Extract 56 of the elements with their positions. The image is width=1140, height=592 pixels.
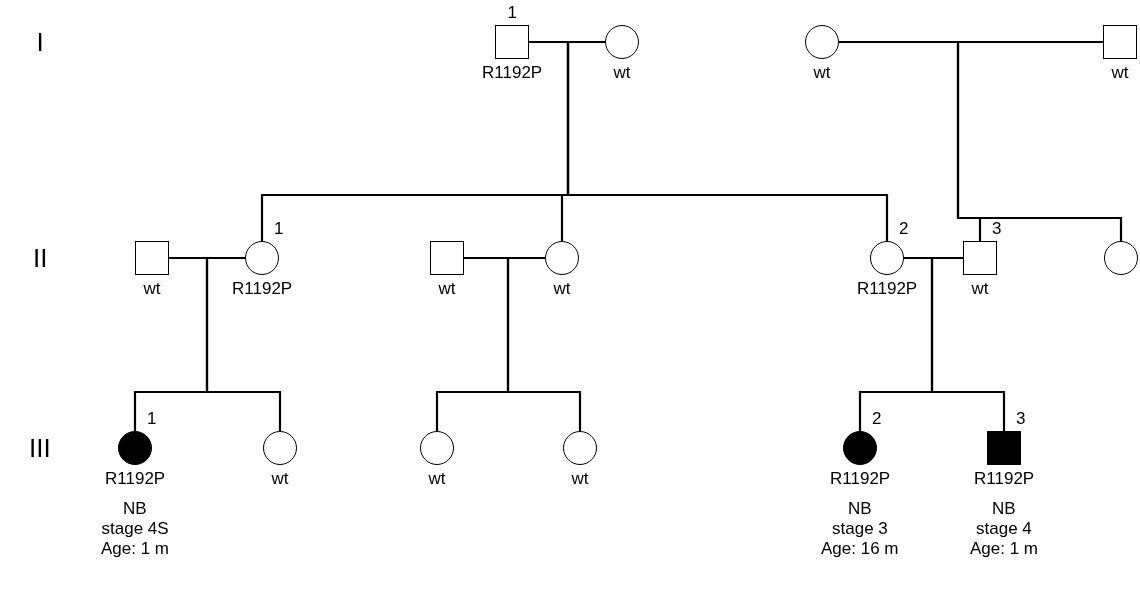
genotype-label: R1192P: [482, 63, 543, 83]
phenotype-note: NB: [992, 499, 1016, 519]
descent-line: [904, 256, 1006, 431]
female-circle: [420, 431, 454, 465]
genotype-label: wt: [571, 469, 589, 489]
descent-line: [464, 256, 582, 431]
genotype-label: wt: [813, 63, 831, 83]
individual-number: 1: [274, 219, 284, 239]
female-circle: [805, 25, 839, 59]
female-circle: [563, 431, 597, 465]
phenotype-note: NB: [848, 499, 872, 519]
individual-number: 1: [147, 409, 157, 429]
genotype-label: R1192P: [857, 279, 918, 299]
phenotype-note: stage 4S: [101, 519, 169, 539]
descent-line: [169, 256, 282, 431]
genotype-label: wt: [1111, 63, 1129, 83]
male-square: [495, 25, 529, 59]
genotype-label: wt: [971, 279, 989, 299]
individual-number: 2: [899, 219, 909, 239]
genotype-label: R1192P: [974, 469, 1035, 489]
phenotype-note: Age: 16 m: [821, 539, 899, 559]
phenotype-note: stage 3: [832, 519, 888, 539]
genotype-label: R1192P: [232, 279, 293, 299]
genotype-label: wt: [271, 469, 289, 489]
affected-female-circle: [118, 431, 152, 465]
affected-female-circle: [843, 431, 877, 465]
female-circle: [263, 431, 297, 465]
generation-label: II: [33, 244, 48, 272]
female-circle: [245, 241, 279, 275]
male-square: [963, 241, 997, 275]
phenotype-note: NB: [123, 499, 147, 519]
phenotype-note: stage 4: [976, 519, 1032, 539]
genotype-label: wt: [438, 279, 456, 299]
female-circle: [870, 241, 904, 275]
phenotype-note: Age: 1 m: [970, 539, 1039, 559]
individual-number: 3: [992, 219, 1002, 239]
affected-male-square: [987, 431, 1021, 465]
genotype-label: wt: [553, 279, 571, 299]
genotype-label: wt: [428, 469, 446, 489]
genotype-label: wt: [143, 279, 161, 299]
individual-number: 3: [1016, 409, 1026, 429]
female-circle: [605, 25, 639, 59]
male-square: [1103, 25, 1137, 59]
individual-number: 2: [872, 409, 882, 429]
generation-label: III: [29, 434, 51, 462]
genotype-label: R1192P: [105, 469, 166, 489]
female-circle: [1104, 241, 1138, 275]
genotype-label: R1192P: [830, 469, 891, 489]
generation-label: I: [36, 28, 44, 56]
individual-number: 1: [507, 3, 517, 23]
phenotype-note: Age: 1 m: [101, 539, 170, 559]
male-square: [430, 241, 464, 275]
genotype-label: wt: [613, 63, 631, 83]
female-circle: [545, 241, 579, 275]
male-square: [135, 241, 169, 275]
descent-line: [839, 40, 1123, 241]
